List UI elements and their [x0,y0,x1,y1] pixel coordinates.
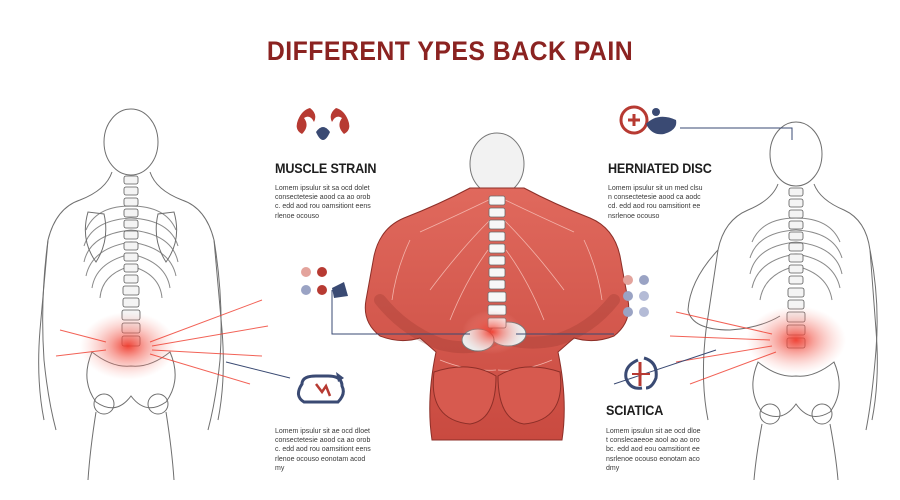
dots-cluster-right-icon [623,275,649,317]
herniated-disc-icon [619,105,677,135]
left-pain-rays [55,299,269,385]
center-glute-r [497,366,562,425]
sciatica-heading: SCIATICA [606,402,664,418]
right-pain-rays [669,311,777,385]
center-muscle-lines [391,195,603,371]
right-body-outline-left [702,183,779,421]
lumbar-pain-text: Lomem ipsulur sit ae ocd dloet consectet… [275,428,371,472]
center-head [469,132,525,196]
right-head [769,121,823,187]
left-body-outline-left [38,171,113,421]
muscle-strain-icon [296,108,350,140]
connector-herniated [680,127,793,140]
right-leg-r [829,423,839,481]
herniated-disc-text: Lomem ipsulur sit un med clsun consectet… [608,185,703,220]
left-pain-glow [80,312,176,380]
sciatica-text: Lomem ipsulun sit ae ocd dloet conslecae… [606,428,701,472]
left-body-outline-right [149,171,224,421]
left-hip-joint-r [147,393,169,415]
left-arm-right [207,239,222,431]
center-glute-l [432,366,497,425]
left-hip-joint-l [93,393,115,415]
right-hip-joint-l [759,403,781,425]
page-title: DIFFERENT YPES BACK PAIN [266,36,634,66]
connector-lines [225,127,793,385]
muscle-strain-heading: MUSCLE STRAIN [275,160,377,176]
right-arm-straight [865,249,878,431]
sciatica-icon [624,356,658,390]
lumbar-pain-icon [297,372,345,404]
left-leg-r [165,411,175,481]
left-leg-l [87,411,97,481]
right-leg-l [753,423,763,481]
left-head [103,108,159,176]
right-pelvis [752,361,840,417]
muscle-strain-text: Lomem ipsulur sit sa ocd dolet consectet… [275,185,371,220]
left-arm-left [42,239,57,431]
herniated-disc-heading: HERNIATED DISC [608,160,712,176]
connector-center-left [331,290,470,335]
dots-cluster-left-icon [301,267,348,298]
center-spine [487,195,507,329]
right-body-outline-right [813,183,878,421]
connector-lumbar [225,361,291,379]
center-pain-glow [462,310,522,354]
right-hip-joint-r [811,403,833,425]
left-scapula-r [155,211,178,263]
connector-sciatica [613,349,717,385]
left-scapula-l [84,211,107,263]
right-pain-glow [746,306,846,374]
right-skeleton-figure [687,121,878,481]
